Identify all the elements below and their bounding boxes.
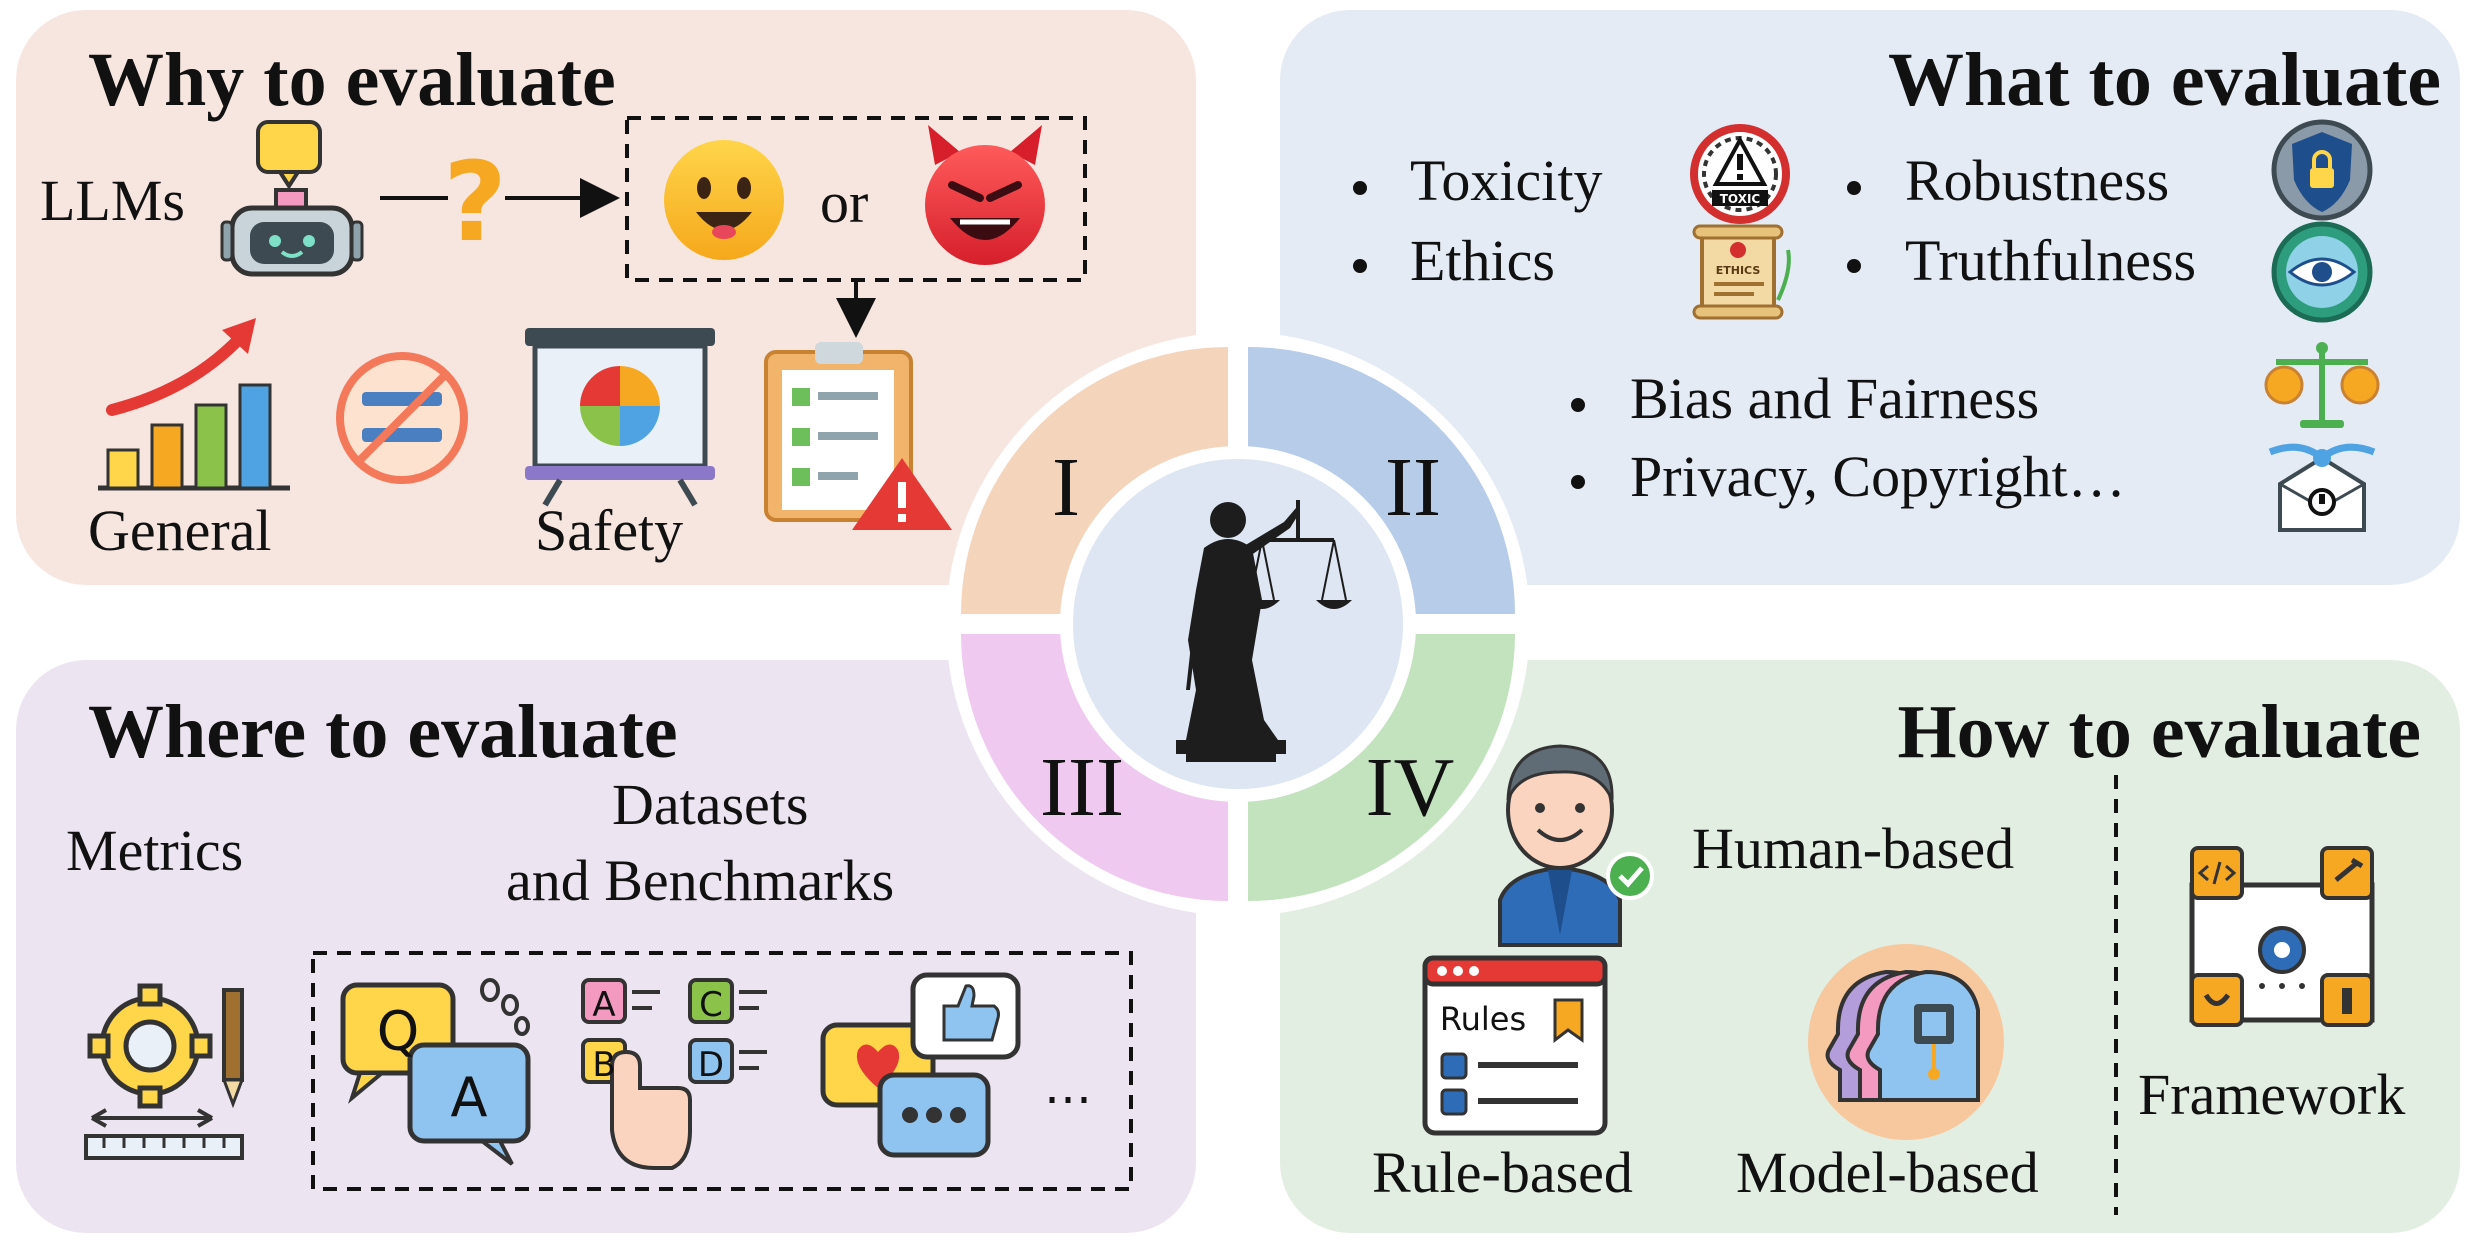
what-title: What to evaluate: [1887, 38, 2441, 122]
qa-a-letter: A: [451, 1066, 488, 1129]
clipboard-warning-icon: [764, 342, 952, 530]
privacy-envelope-icon: [2268, 443, 2376, 532]
robot-icon: [220, 120, 364, 277]
general-label: General: [88, 498, 272, 563]
datasets-ellipsis: …: [1044, 1059, 1092, 1115]
qa-bubbles-icon: [340, 978, 531, 1166]
framework-icon: [2189, 846, 2375, 1027]
presentation-board-icon: [525, 328, 715, 507]
item-toxicity: Toxicity: [1410, 148, 1603, 213]
item-privacy-copyright: Privacy, Copyright…: [1630, 444, 2126, 509]
human-based-label: Human-based: [1692, 816, 2015, 881]
datasets-label-line2: and Benchmarks: [506, 848, 895, 913]
how-title: How to evaluate: [1897, 690, 2421, 774]
item-bias-fairness: Bias and Fairness: [1630, 366, 2040, 431]
option-b: B: [592, 1045, 615, 1085]
eye-truth-icon: [2271, 221, 2373, 323]
ethics-scroll-text: ETHICS: [1716, 264, 1761, 277]
growth-chart-icon: [98, 318, 290, 491]
devil-face-icon: [925, 125, 1045, 265]
toxic-sign-icon: [1690, 124, 1790, 224]
toxic-sign-text: TOXIC: [1720, 192, 1761, 206]
question-mark-icon: ?: [443, 138, 507, 266]
llms-label: LLMs: [40, 168, 185, 233]
numeral-two: II: [1385, 441, 1441, 534]
lady-justice-icon: [1176, 500, 1352, 762]
model-based-label: Model-based: [1736, 1140, 2039, 1205]
rules-card-text: Rules: [1440, 1000, 1526, 1038]
option-d: D: [698, 1045, 724, 1085]
shield-lock-icon: [2271, 119, 2373, 221]
balance-scale-icon: [2264, 342, 2380, 428]
center-ring: [946, 332, 1530, 916]
why-title: Why to evaluate: [88, 38, 616, 122]
where-title: Where to evaluate: [88, 690, 678, 774]
not-equal-icon: [336, 352, 468, 484]
numeral-one: I: [1052, 441, 1080, 534]
item-ethics: Ethics: [1410, 228, 1555, 293]
multiple-choice-icon: [581, 978, 767, 1170]
numeral-four: IV: [1366, 741, 1455, 834]
qa-q-letter: Q: [377, 1000, 420, 1063]
option-a: A: [592, 985, 615, 1025]
chat-bubbles-icon: [820, 972, 1021, 1158]
ethics-scroll-icon: [1692, 224, 1791, 320]
item-truthfulness: Truthfulness: [1905, 228, 2197, 293]
bullets-what: [1353, 181, 1861, 489]
model-heads-icon: [1808, 944, 2004, 1140]
svg-text:?: ?: [443, 138, 507, 266]
rules-card-icon: [1422, 955, 1608, 1136]
happy-face-icon: [664, 140, 784, 260]
numeral-three: III: [1040, 741, 1124, 834]
metrics-label: Metrics: [66, 818, 244, 883]
framework-label: Framework: [2138, 1062, 2406, 1127]
item-robustness: Robustness: [1905, 148, 2170, 213]
datasets-dashed-box: [311, 951, 1133, 1191]
rule-based-label: Rule-based: [1372, 1140, 1633, 1205]
metrics-gear-icon: [84, 983, 245, 1160]
human-evaluator-icon: [1498, 744, 1654, 948]
or-label: or: [820, 170, 869, 235]
option-c: C: [699, 985, 723, 1025]
safety-label: Safety: [535, 498, 684, 563]
datasets-label-line1: Datasets: [612, 772, 809, 837]
